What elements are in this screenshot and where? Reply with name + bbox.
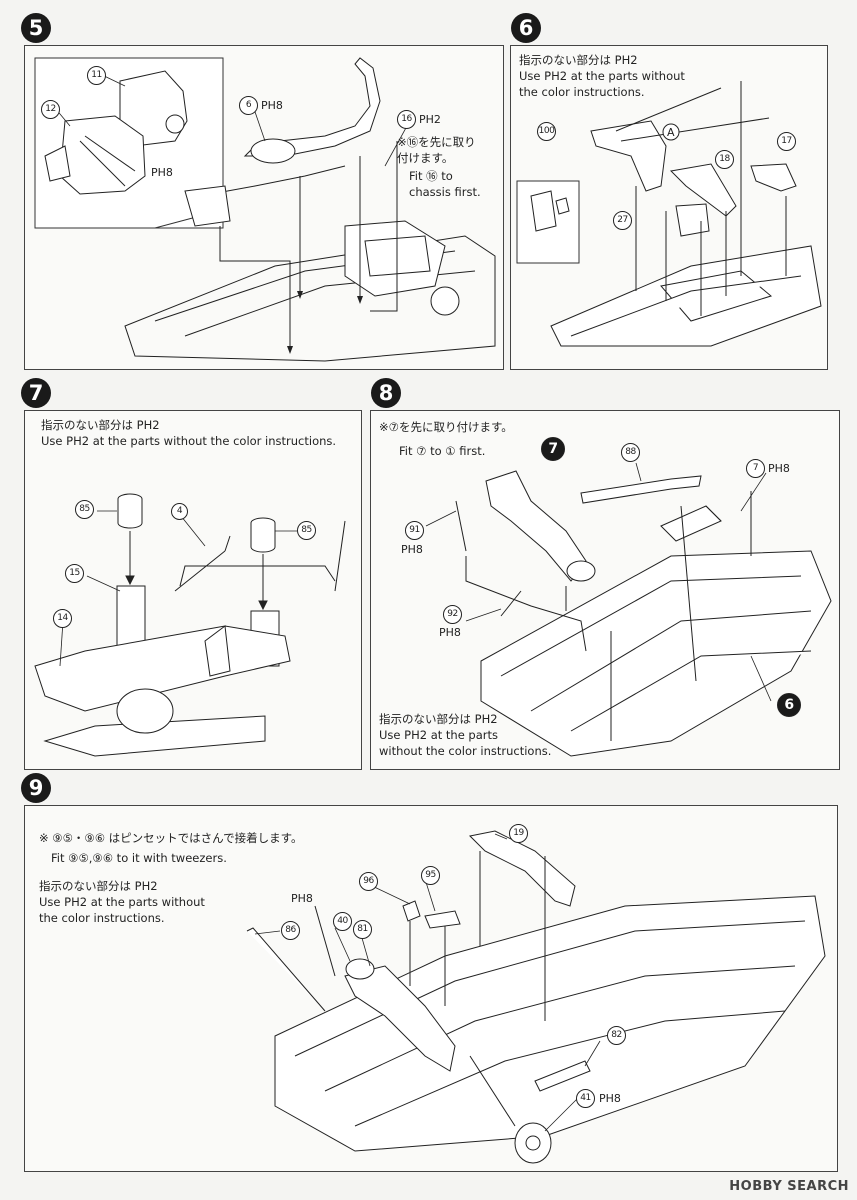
part-19-label: 19 bbox=[509, 824, 528, 843]
step-9-note2-en: Use PH2 at the parts without the color i… bbox=[39, 895, 205, 925]
step-9-note-en: Fit ⑨⑤,⑨⑥ to it with tweezers. bbox=[51, 851, 227, 865]
part-40-paint-code: PH8 bbox=[291, 892, 313, 905]
step-9-drawing bbox=[246, 830, 826, 1164]
step-5-number: 5 bbox=[21, 13, 51, 43]
step-8-bottom-note-en: Use PH2 at the parts without the color i… bbox=[379, 728, 552, 758]
step-7-note-jp: 指示のない部分は PH2 bbox=[41, 418, 160, 432]
step-8-panel: ※⑦を先に取り付けます。 Fit ⑦ to ① first. bbox=[370, 410, 840, 770]
part-16-paint-code: PH2 bbox=[419, 113, 441, 126]
step-6-drawing bbox=[516, 81, 822, 347]
part-7-paint-code: PH8 bbox=[768, 462, 790, 475]
part-92-paint-code: PH8 bbox=[439, 626, 461, 639]
part-6-paint-code: PH8 bbox=[261, 99, 283, 112]
part-27-label: 27 bbox=[613, 211, 632, 230]
part-12-label: 12 bbox=[41, 100, 60, 119]
part-86-label: 86 bbox=[281, 921, 300, 940]
step-9-note-jp: ※ ⑨⑤・⑨⑥ はピンセットではさんで接着します。 bbox=[39, 831, 303, 845]
part-41-paint-code: PH8 bbox=[599, 1092, 621, 1105]
step-6-panel: 指示のない部分は PH2 Use PH2 at the parts withou… bbox=[510, 45, 828, 370]
part-92-label: 92 bbox=[443, 605, 462, 624]
part-41-label: 41 bbox=[576, 1089, 595, 1108]
part-4-label: 4 bbox=[171, 503, 188, 520]
part-88-label: 88 bbox=[621, 443, 640, 462]
step-8-drawing bbox=[425, 462, 832, 757]
part-91-label: 91 bbox=[405, 521, 424, 540]
step-8-note-en: Fit ⑦ to ① first. bbox=[399, 444, 486, 458]
step-7-panel: 指示のない部分は PH2 Use PH2 at the parts withou… bbox=[24, 410, 362, 770]
step-8-part-7-ref: 7 bbox=[541, 437, 565, 461]
part-14-label: 14 bbox=[53, 609, 72, 628]
part-96-label: 96 bbox=[359, 872, 378, 891]
part-95-label: 95 bbox=[421, 866, 440, 885]
part-6-label: 6 bbox=[239, 96, 258, 115]
step-5-panel: 11 12 PH8 6 PH8 16 PH2 ※⑯を先に取り 付けます。 Fit… bbox=[24, 45, 504, 370]
part-81-label: 81 bbox=[353, 920, 372, 939]
step-9-note2-jp: 指示のない部分は PH2 bbox=[39, 879, 158, 893]
step-8-part-6-ref: 6 bbox=[777, 693, 801, 717]
part-16-label: 16 bbox=[397, 110, 416, 129]
hobby-search-watermark: HOBBY SEARCH bbox=[729, 1179, 849, 1194]
step-6-number: 6 bbox=[511, 13, 541, 43]
step-6-note-jp: 指示のない部分は PH2 bbox=[519, 53, 638, 67]
part-17-label: 17 bbox=[777, 132, 796, 151]
part-15-label: 15 bbox=[65, 564, 84, 583]
step-5-note-en: Fit ⑯ to chassis first. bbox=[409, 169, 481, 199]
step-7-note-en: Use PH2 at the parts without the color i… bbox=[41, 434, 337, 448]
part-100-label: 100 bbox=[537, 122, 556, 141]
step-8-note-jp: ※⑦を先に取り付けます。 bbox=[379, 420, 513, 434]
part-11-label: 11 bbox=[87, 66, 106, 85]
step-7-number: 7 bbox=[21, 378, 51, 408]
step-9-number: 9 bbox=[21, 773, 51, 803]
part-18-label: 18 bbox=[715, 150, 734, 169]
inset-paint-code: PH8 bbox=[151, 166, 173, 179]
part-A-label: A bbox=[667, 126, 675, 139]
part-91-paint-code: PH8 bbox=[401, 543, 423, 556]
step-7-drawing bbox=[34, 493, 346, 757]
part-82-label: 82 bbox=[607, 1026, 626, 1045]
step-8-number: 8 bbox=[371, 378, 401, 408]
part-85-right-label: 85 bbox=[297, 521, 316, 540]
step-5-note-jp: ※⑯を先に取り 付けます。 bbox=[397, 135, 476, 165]
part-7-label: 7 bbox=[746, 459, 765, 478]
step-5-drawing bbox=[34, 57, 496, 362]
part-85-left-label: 85 bbox=[75, 500, 94, 519]
step-8-bottom-note-jp: 指示のない部分は PH2 bbox=[379, 712, 498, 726]
step-9-panel: ※ ⑨⑤・⑨⑥ はピンセットではさんで接着します。 Fit ⑨⑤,⑨⑥ to i… bbox=[24, 805, 838, 1172]
part-40-label: 40 bbox=[333, 912, 352, 931]
step-6-note-en: Use PH2 at the parts without the color i… bbox=[519, 69, 685, 99]
